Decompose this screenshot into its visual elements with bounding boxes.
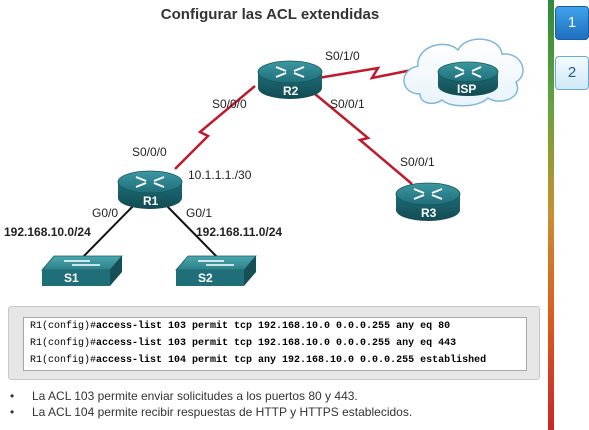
switch-icon[interactable]: S2 xyxy=(175,255,257,286)
network-label: 192.168.11.0/24 xyxy=(196,225,282,239)
network-topology: R2 R1 R3 ISP xyxy=(4,38,524,286)
cli-command: access-list 104 permit tcp any 192.168.1… xyxy=(96,355,487,366)
list-item-text: La ACL 104 permite recibir respuestas de… xyxy=(32,405,413,419)
device-label-r3: R3 xyxy=(421,206,437,220)
device-label-isp: ISP xyxy=(457,82,476,96)
interface-label: G0/1 xyxy=(186,206,212,220)
cli-command: access-list 103 permit tcp 192.168.10.0 … xyxy=(96,321,451,332)
interface-label: G0/0 xyxy=(92,206,118,220)
interface-label: S0/0/0 xyxy=(212,97,247,111)
list-item: • La ACL 103 permite enviar solicitudes a… xyxy=(10,388,540,404)
notes-list: • La ACL 103 permite enviar solicitudes a… xyxy=(10,388,540,420)
router-icon[interactable]: ISP xyxy=(437,61,499,96)
tab-1[interactable]: 1 xyxy=(555,6,589,40)
cli-line: R1(config)#access-list 103 permit tcp 19… xyxy=(24,318,526,335)
serial-link-r2-r3 xyxy=(314,93,413,185)
device-label-s2: S2 xyxy=(198,271,213,285)
interface-label: S0/0/0 xyxy=(132,145,167,159)
progress-rail xyxy=(548,0,554,430)
ethernet-link-r1-s2 xyxy=(164,203,219,259)
switch-icon[interactable]: S1 xyxy=(41,255,123,286)
cli-line: R1(config)#access-list 103 permit tcp 19… xyxy=(24,335,526,352)
page-title: Configurar las ACL extendidas xyxy=(160,6,380,23)
cli-prompt: R1(config)# xyxy=(30,355,97,366)
ethernet-link-r1-s1 xyxy=(81,203,136,259)
device-label-r2: R2 xyxy=(283,84,299,98)
interface-label: 10.1.1.1./30 xyxy=(188,168,252,182)
cli-panel: R1(config)#access-list 103 permit tcp 19… xyxy=(8,306,540,380)
cli-prompt: R1(config)# xyxy=(30,321,97,332)
cli-line: R1(config)#access-list 104 permit tcp an… xyxy=(24,352,526,369)
interface-label: S0/1/0 xyxy=(325,49,360,63)
cli-command: access-list 103 permit tcp 192.168.10.0 … xyxy=(96,338,457,349)
cli-prompt: R1(config)# xyxy=(30,338,97,349)
cli-output: R1(config)#access-list 103 permit tcp 19… xyxy=(23,317,527,371)
router-icon[interactable]: R2 xyxy=(257,60,323,99)
serial-link-r2-isp xyxy=(317,64,433,80)
device-label-r1: R1 xyxy=(143,194,159,208)
device-label-s1: S1 xyxy=(64,271,79,285)
bullet-icon: • xyxy=(10,389,15,403)
list-item-text: La ACL 103 permite enviar solicitudes a … xyxy=(32,389,358,403)
router-icon[interactable]: R1 xyxy=(117,170,183,209)
tab-2[interactable]: 2 xyxy=(555,56,589,90)
serial-link-r1-r2 xyxy=(174,85,256,170)
interface-label: S0/0/1 xyxy=(330,97,365,111)
network-label: 192.168.10.0/24 xyxy=(4,225,91,239)
list-item: • La ACL 104 permite recibir respuestas d… xyxy=(10,404,540,420)
bullet-icon: • xyxy=(10,405,15,419)
router-icon[interactable]: R3 xyxy=(395,182,461,221)
interface-label: S0/0/1 xyxy=(400,155,435,169)
